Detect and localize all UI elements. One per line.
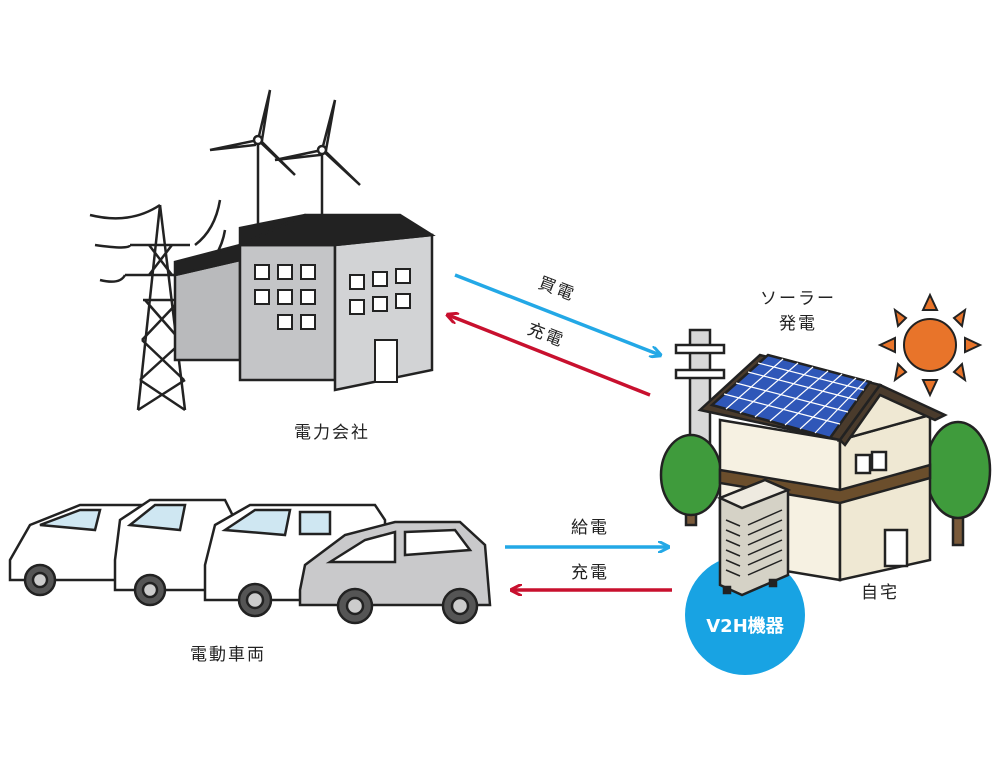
buy-power-label: 買電 <box>535 273 578 305</box>
v2h-charger-icon <box>716 478 792 597</box>
ev-label: 電動車両 <box>190 645 266 665</box>
solar-panel-icon <box>709 353 873 440</box>
factory-building-icon <box>173 213 436 392</box>
electric-vehicles-illustration: 電動車両 <box>8 498 492 665</box>
ev-flow-arrows: 給電 充電 <box>505 518 672 590</box>
sun-icon <box>877 292 983 398</box>
power-company-illustration: 電力会社 <box>89 89 436 443</box>
v2h-label: V2H機器 <box>706 615 785 637</box>
solar-label-line1: ソーラー <box>760 289 836 309</box>
home-illustration: ソーラー 発電 自宅 <box>659 289 992 603</box>
car-icon <box>298 520 492 625</box>
supply-power-label: 給電 <box>571 518 609 538</box>
solar-label-line2: 発電 <box>779 314 817 334</box>
grid-flow-arrows: 買電 充電 <box>448 273 660 397</box>
buy-power-arrow <box>454 273 660 355</box>
tree-icon <box>659 433 723 527</box>
home-label: 自宅 <box>861 583 899 603</box>
wind-turbine-icon <box>209 89 296 240</box>
grid-charge-arrow <box>448 315 651 397</box>
power-company-label: 電力会社 <box>294 423 370 443</box>
wind-turbine-icon <box>274 99 361 225</box>
ev-charge-label: 充電 <box>571 563 609 583</box>
v2h-device: V2H機器 <box>685 478 805 675</box>
tree-icon <box>924 420 992 547</box>
